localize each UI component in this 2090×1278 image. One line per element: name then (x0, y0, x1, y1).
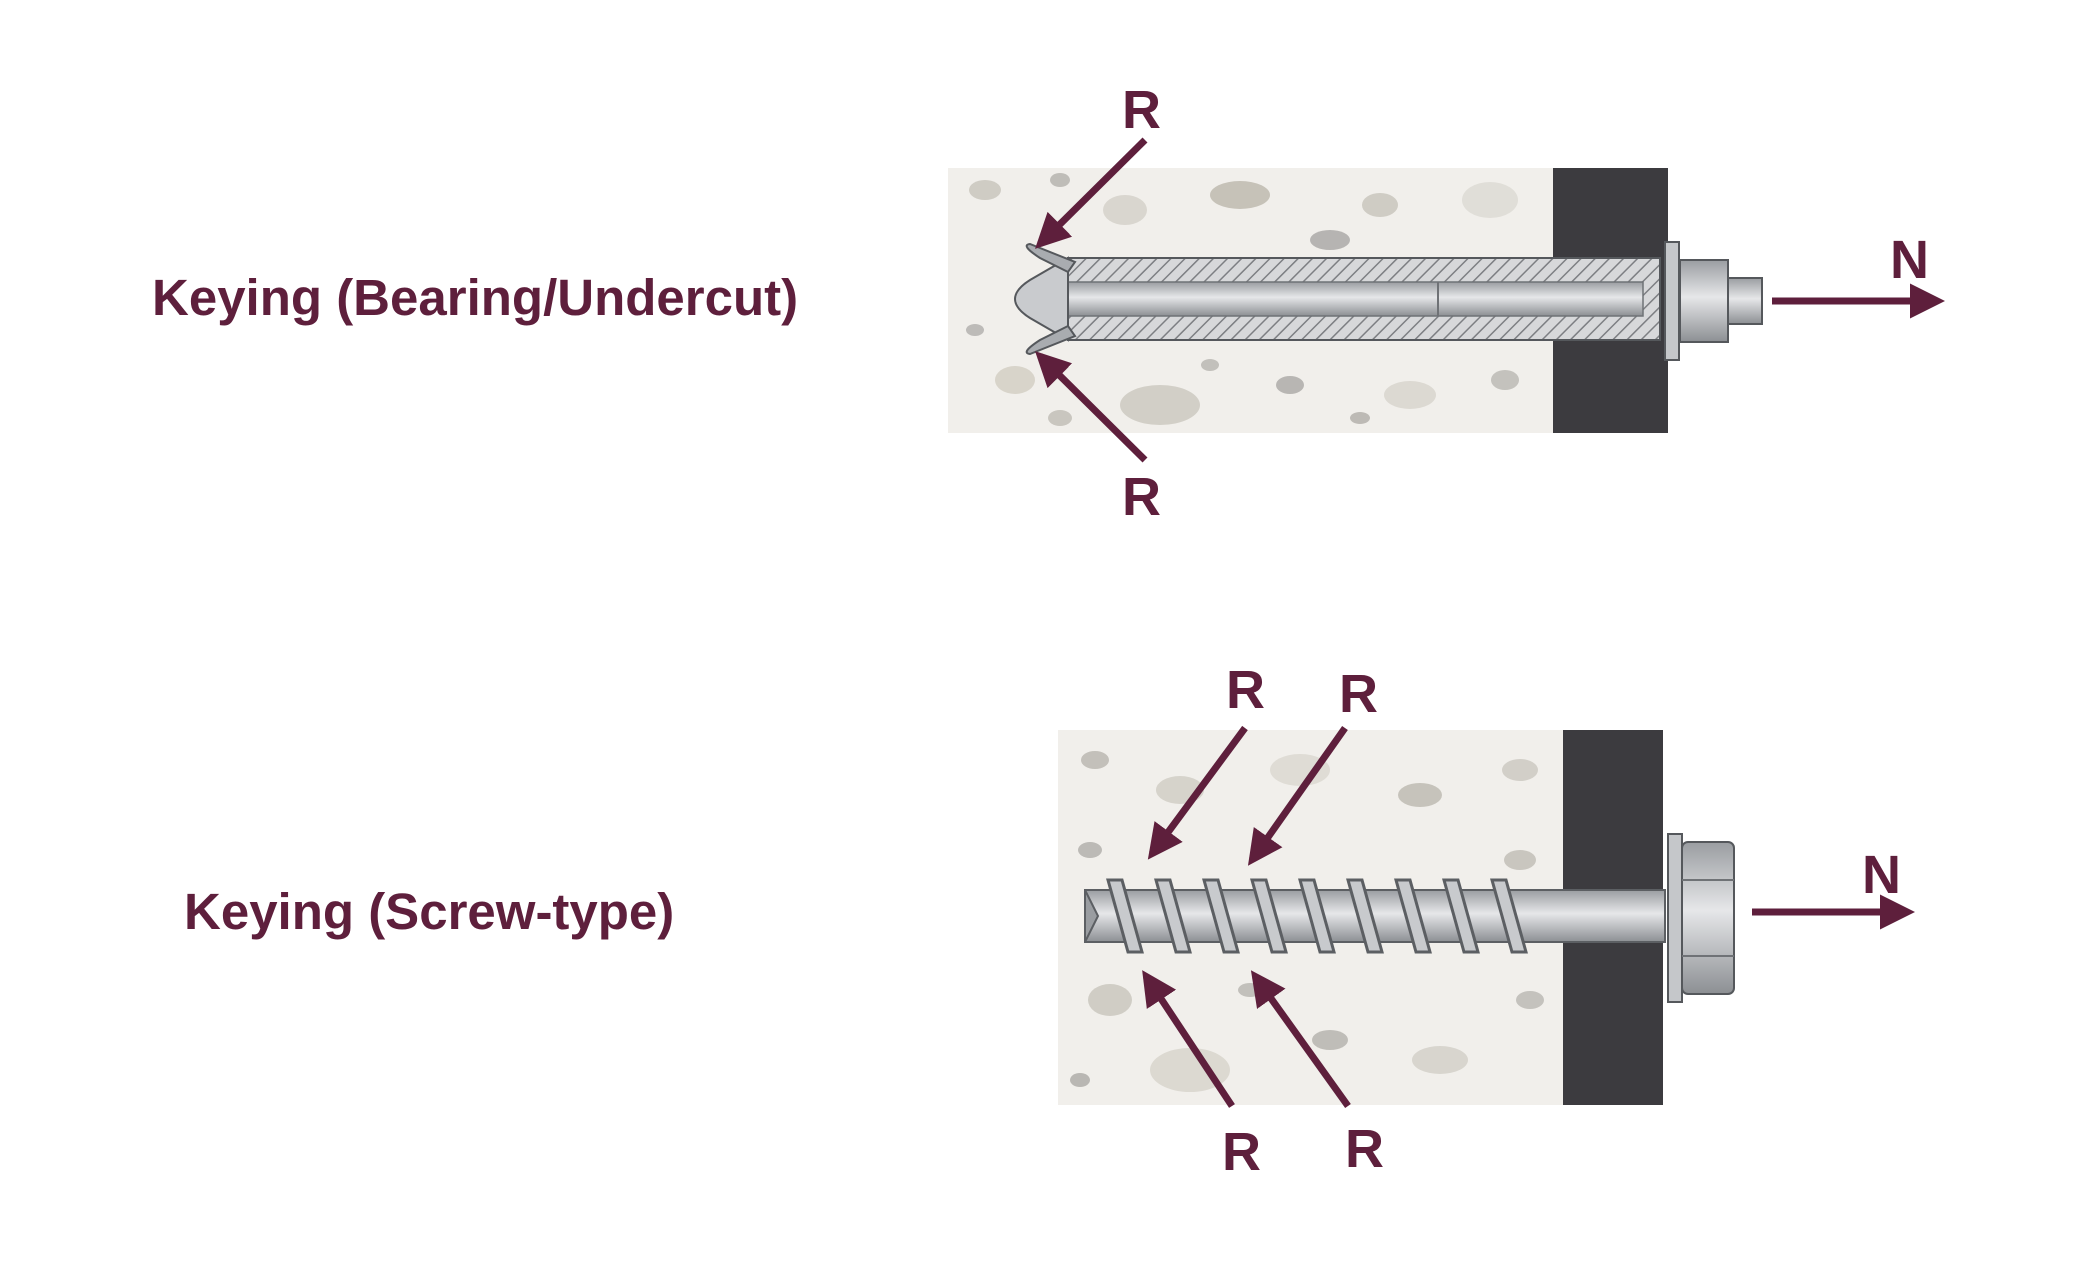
reaction-label-1: R (1226, 660, 1265, 720)
bolt-end (1727, 277, 1763, 325)
screw-anchor-diagram: R R R R N (1058, 660, 1915, 1182)
reaction-label-2: R (1339, 664, 1378, 724)
reaction-label-lower: R (1122, 467, 1161, 527)
reaction-arrow-lower (1035, 351, 1148, 463)
concrete-aggregate (966, 173, 1519, 426)
load-label: N (1862, 845, 1901, 905)
reaction-arrow-upper (1035, 137, 1148, 249)
hex-nut (1679, 259, 1729, 343)
undercut-anchor-diagram: R R N (948, 80, 1945, 527)
washer (1664, 241, 1680, 361)
screw-threads (1106, 878, 1528, 954)
expansion-segment-lower (1025, 324, 1077, 356)
expansion-segment-upper (1025, 242, 1077, 274)
reaction-label-4: R (1345, 1119, 1384, 1179)
caption-screw-type: Keying (Screw-type) (184, 883, 675, 940)
reaction-arrow-3 (1142, 970, 1235, 1108)
concrete-aggregate (1070, 751, 1544, 1092)
hex-head (1681, 841, 1735, 995)
reaction-label-upper: R (1122, 80, 1161, 140)
anchor-cone-tip (1014, 256, 1069, 342)
reaction-arrow-4 (1250, 970, 1351, 1109)
caption-bearing-undercut: Keying (Bearing/Undercut) (152, 269, 799, 326)
reaction-arrow-1 (1147, 725, 1248, 860)
reaction-label-3: R (1222, 1122, 1261, 1182)
anchor-rod (1067, 281, 1644, 317)
washer (1667, 833, 1683, 1003)
load-label: N (1890, 230, 1929, 290)
reaction-arrow-2 (1247, 725, 1348, 866)
screw-tip (1084, 889, 1100, 943)
